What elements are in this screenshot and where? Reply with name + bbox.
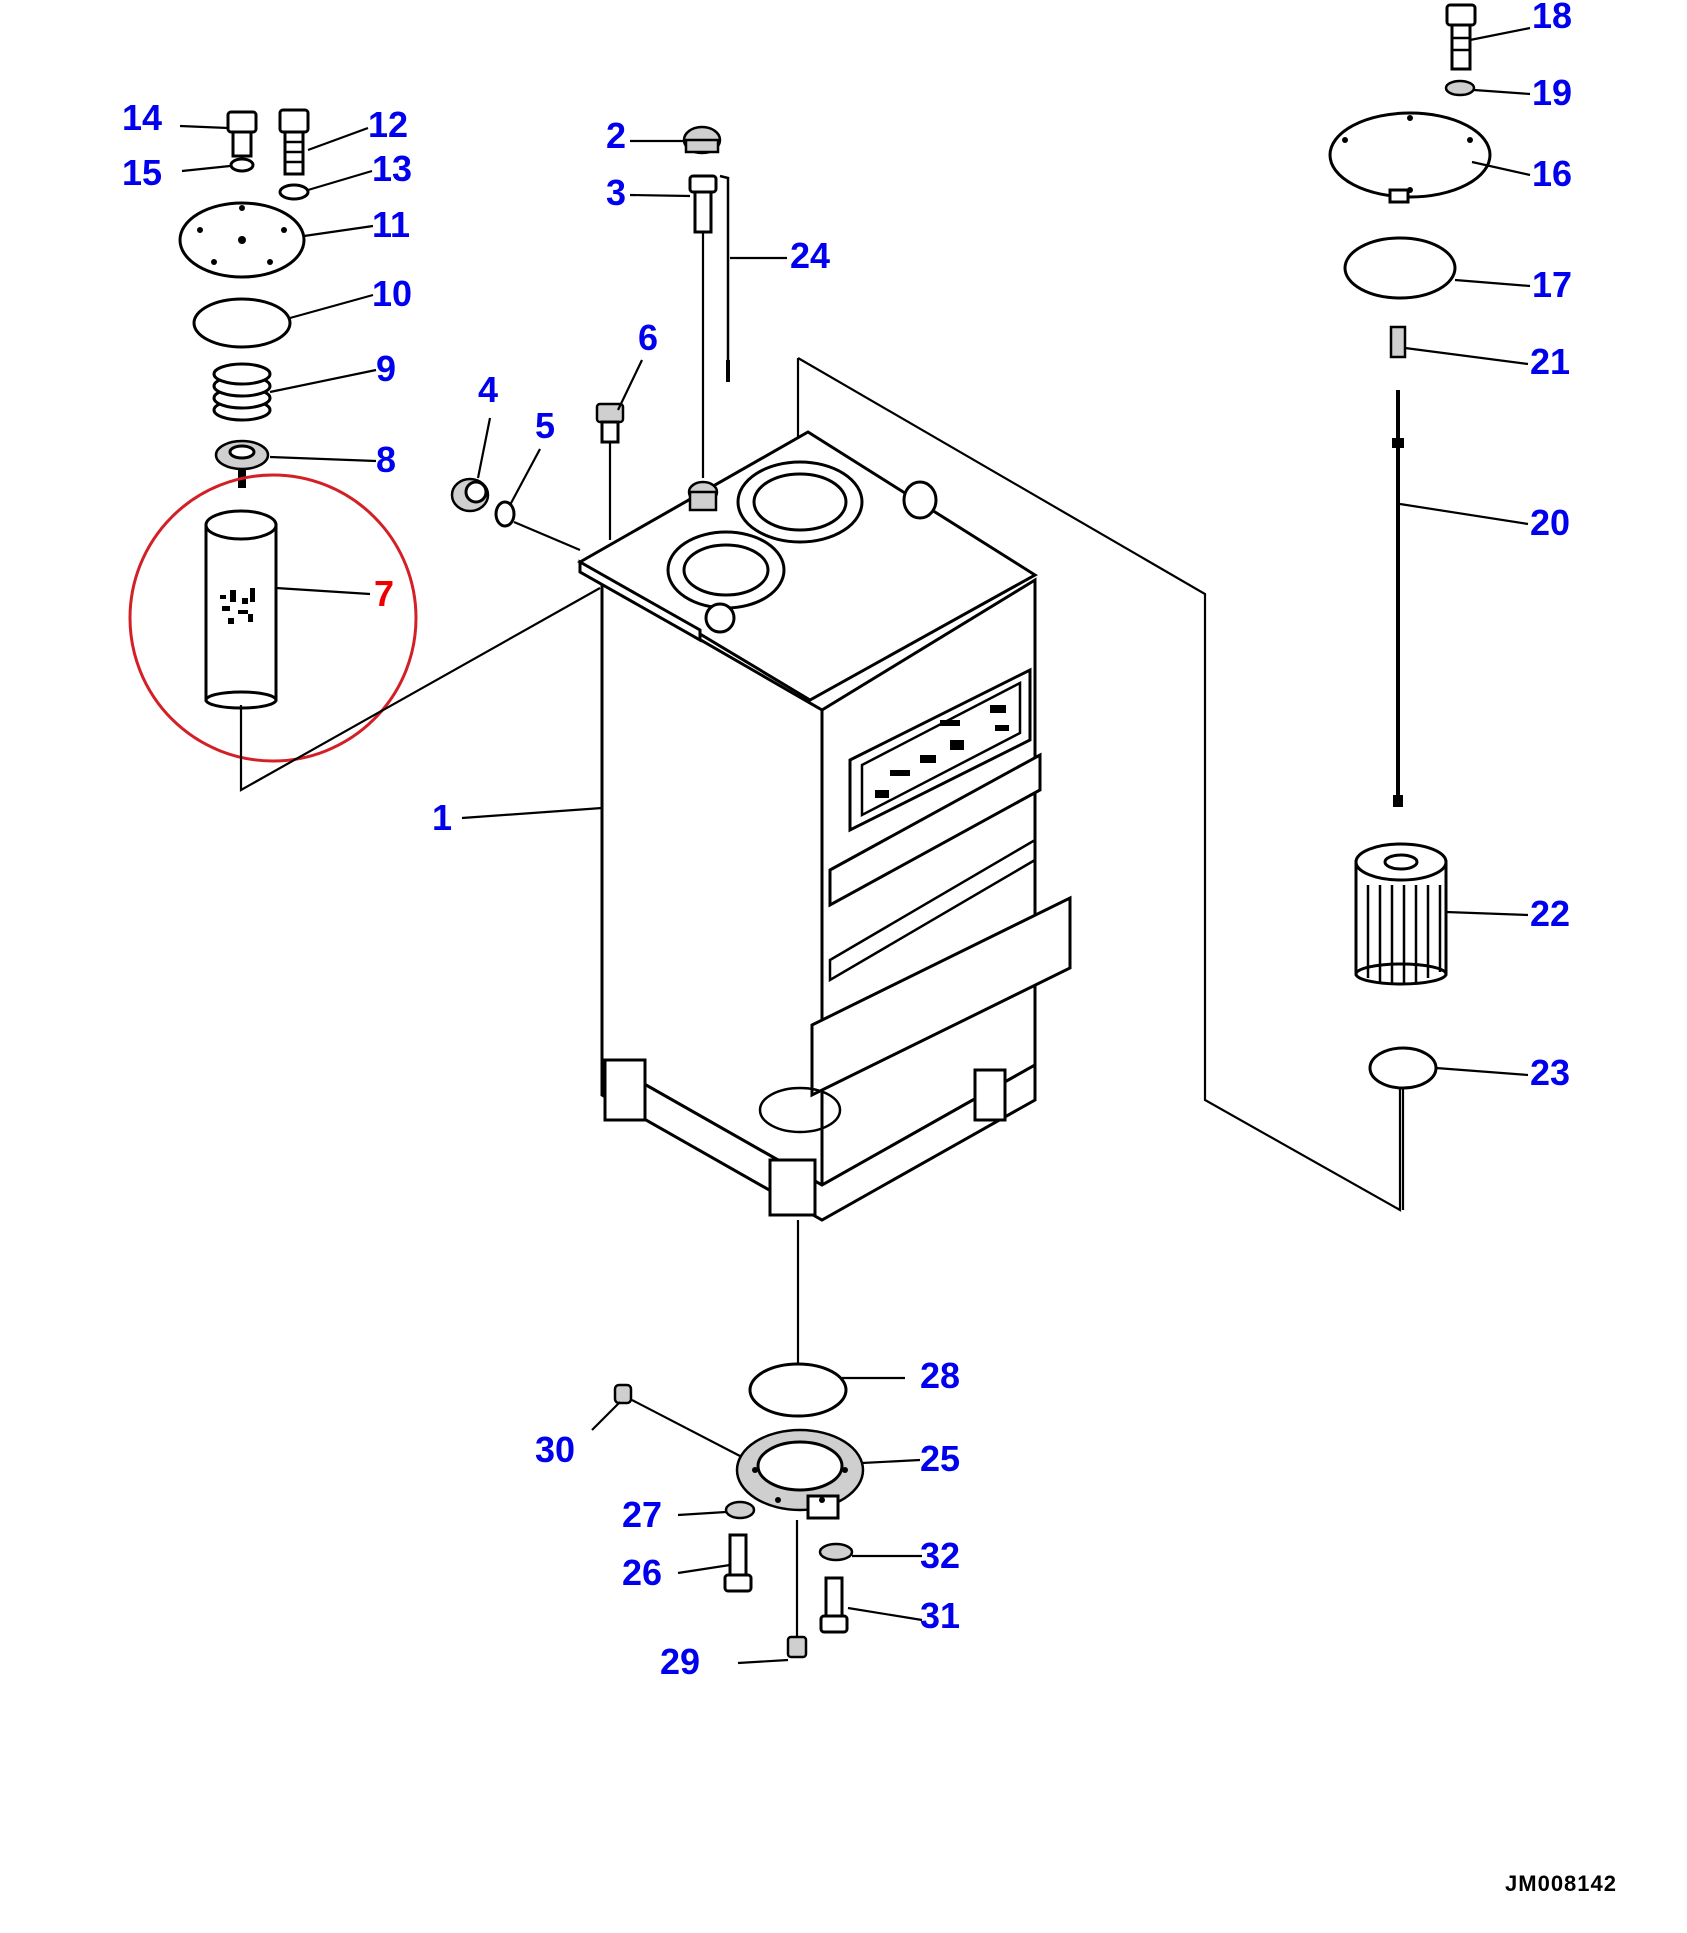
part-19-washer [1444,79,1476,97]
part-28-o-ring [748,1362,848,1418]
part-21-fitting [1389,325,1407,359]
part-23-gasket [1368,1046,1438,1090]
callout-17: 17 [1532,264,1572,305]
part-7-filter-element [204,509,278,710]
part-25-flange [735,1428,865,1520]
callout-12: 12 [368,104,408,145]
bottom-drain-assembly [613,1362,865,1659]
part-18-bolt [1445,3,1477,71]
callout-9: 9 [376,348,396,389]
callout-19: 19 [1532,72,1572,113]
part-26-bolt [723,1533,753,1593]
callout-6: 6 [638,317,658,358]
callout-7: 7 [374,573,394,614]
highlight-ring [128,473,418,763]
top-center-parts [450,125,730,552]
part-11-cover [178,201,306,279]
callout-25: 25 [920,1438,960,1479]
part-27-washer [724,1500,756,1520]
part-10-o-ring [192,297,292,349]
callout-30: 30 [535,1429,575,1470]
callout-31: 31 [920,1595,960,1636]
part-2-cap [682,125,722,155]
part-24-rod [719,174,730,380]
callout-32: 32 [920,1535,960,1576]
callout-29: 29 [660,1641,700,1682]
callout-5: 5 [535,405,555,446]
callout-3: 3 [606,172,626,213]
callout-27: 27 [622,1494,662,1535]
callout-26: 26 [622,1552,662,1593]
part-15-washer [229,157,255,173]
callout-28: 28 [920,1355,960,1396]
callout-1: 1 [432,797,452,838]
part-3-bolt [688,174,718,234]
callout-16: 16 [1532,153,1572,194]
right-assembly [1328,3,1492,1210]
part-4-cap [450,477,490,513]
top-center-leaders [476,139,787,506]
callout-18: 18 [1532,0,1572,36]
part-13-washer [278,183,310,201]
left-filter-assembly [128,108,601,792]
part-8-valve [214,439,270,488]
part-1-tank [577,357,1402,1365]
callout-13: 13 [372,148,412,189]
part-16-cover [1328,111,1492,204]
callout-4: 4 [478,369,498,410]
callout-2: 2 [606,115,626,156]
part-29-plug [786,1635,808,1659]
part-5-o-ring [494,500,516,528]
part-31-bolt [819,1576,849,1634]
part-17-o-ring [1343,236,1457,300]
callout-15: 15 [122,152,162,193]
callout-14: 14 [122,97,162,138]
callout-8: 8 [376,439,396,480]
part-14-bolt [226,110,258,158]
left-leaders [179,124,377,596]
right-leaders [1399,26,1531,1077]
part-6-fitting [595,402,625,540]
bottom-leaders [591,1376,923,1665]
drawing-reference-code: JM008142 [1505,1871,1617,1896]
part-9-spring [212,362,272,422]
callout-21: 21 [1530,341,1570,382]
part-30-plug [613,1383,741,1457]
callout-11: 11 [372,204,410,245]
callout-20: 20 [1530,502,1570,543]
callout-24: 24 [790,235,830,276]
part-20-rod [1392,390,1404,807]
callout-10: 10 [372,273,412,314]
part-32-washer [818,1542,854,1562]
part-12-bolt [278,108,310,176]
part-22-strainer [1354,842,1448,986]
callout-22: 22 [1530,893,1570,934]
callout-23: 23 [1530,1052,1570,1093]
